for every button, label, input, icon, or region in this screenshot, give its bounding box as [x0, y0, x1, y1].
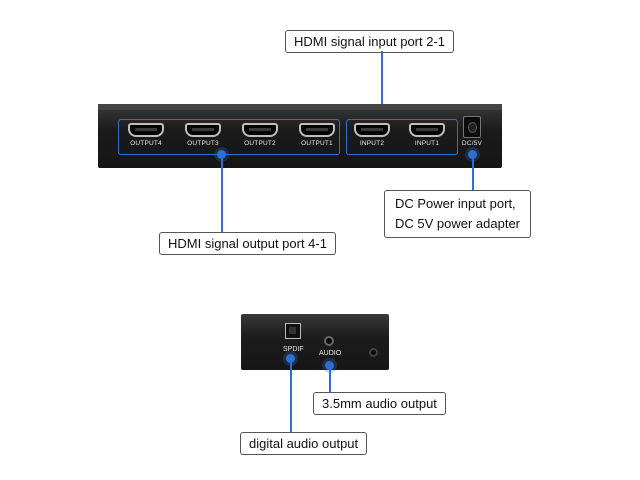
audio-leader-line: [329, 369, 331, 393]
input1-label: INPUT1: [414, 140, 440, 147]
hdmi-output3-port: [185, 123, 221, 137]
hdmi-output4-port: [128, 123, 164, 137]
audio-label: AUDIO: [319, 350, 342, 357]
indicator-hole: [369, 348, 378, 357]
output3-label: OUTPUT3: [187, 140, 219, 147]
dc-power-leader-line: [472, 158, 474, 191]
hdmi-input-leader-line: [381, 51, 383, 108]
output4-label: OUTPUT4: [130, 140, 162, 147]
hdmi-output-marker-dot: [217, 150, 226, 159]
hdmi-output2-port: [242, 123, 278, 137]
spdif-label: SPDIF: [283, 346, 304, 353]
dc-power-line1: DC Power input port,: [395, 196, 516, 211]
hdmi-input1-port: [409, 123, 445, 137]
audio-35mm-callout: 3.5mm audio output: [313, 392, 446, 415]
digital-audio-callout: digital audio output: [240, 432, 368, 455]
output2-label: OUTPUT2: [244, 140, 276, 147]
input-ports-group: [346, 119, 458, 155]
audio-35mm-jack: [324, 336, 334, 346]
dc-power-callout: DC Power input port, DC 5V power adapter: [384, 190, 532, 238]
spdif-optical-port: [285, 323, 301, 339]
hdmi-splitter-device: OUTPUT4 OUTPUT3 OUTPUT2 OUTPUT1 INPUT2 I…: [98, 104, 502, 168]
dc-5v-label: DC/5V: [461, 140, 483, 147]
input2-label: INPUT2: [359, 140, 385, 147]
spdif-marker-dot: [286, 354, 295, 363]
hdmi-output-leader-line: [221, 158, 223, 233]
dc-power-marker-dot: [468, 150, 477, 159]
hdmi-output1-port: [299, 123, 335, 137]
dc-power-line2: DC 5V power adapter: [395, 216, 521, 231]
hdmi-input-callout: HDMI signal input port 2-1: [285, 30, 455, 53]
output-ports-group: [118, 119, 340, 155]
hdmi-output-callout: HDMI signal output port 4-1: [159, 232, 336, 255]
spdif-leader-line: [290, 362, 292, 433]
hdmi-input2-port: [354, 123, 390, 137]
output1-label: OUTPUT1: [301, 140, 333, 147]
device-top-edge: [98, 104, 502, 110]
dc-power-jack: [463, 116, 481, 138]
audio-marker-dot: [325, 361, 334, 370]
audio-extractor-device: SPDIF AUDIO: [241, 314, 389, 370]
